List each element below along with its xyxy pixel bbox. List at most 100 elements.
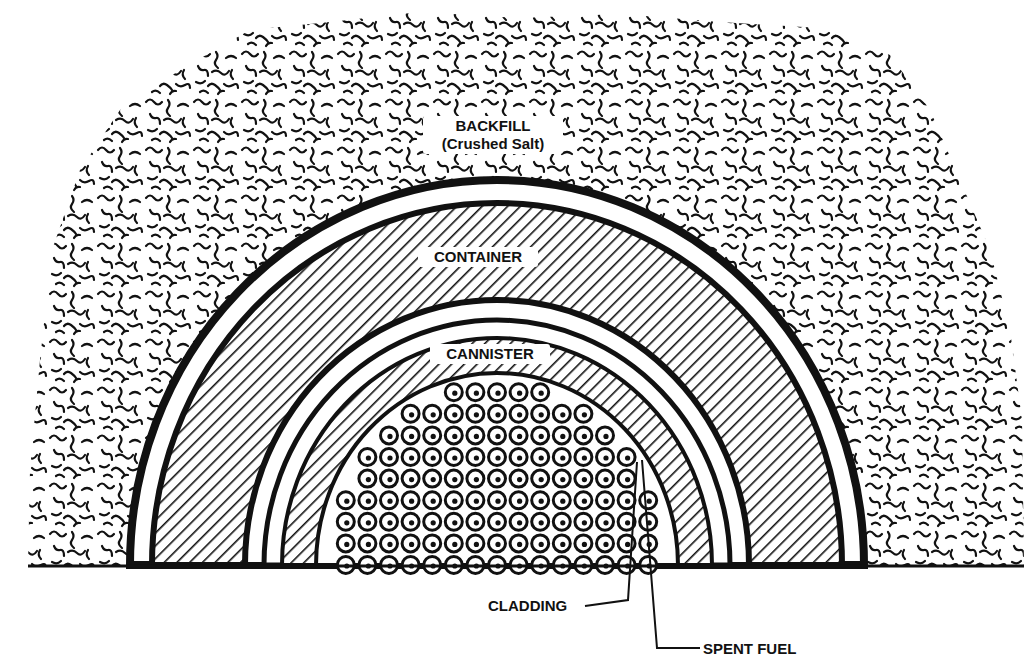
fuel-rod	[553, 513, 570, 530]
fuel-rod	[597, 449, 614, 466]
fuel-rod	[337, 513, 354, 530]
fuel-rod	[618, 449, 635, 466]
fuel-pellet	[625, 477, 630, 482]
fuel-rod	[424, 492, 441, 509]
fuel-pellet	[603, 520, 608, 525]
fuel-pellet	[366, 477, 371, 482]
fuel-pellet	[625, 455, 630, 460]
fuel-pellet	[560, 412, 565, 417]
fuel-pellet	[409, 499, 414, 504]
fuel-pellet	[560, 542, 565, 547]
fuel-pellet	[495, 477, 500, 482]
fuel-pellet	[409, 434, 414, 439]
fuel-rod	[553, 470, 570, 487]
fuel-rod	[510, 427, 527, 444]
fuel-pellet	[582, 412, 587, 417]
fuel-rod	[575, 535, 592, 552]
fuel-rod	[553, 449, 570, 466]
fuel-rod	[510, 535, 527, 552]
fuel-pellet	[560, 434, 565, 439]
fuel-pellet	[431, 520, 436, 525]
fuel-pellet	[474, 455, 479, 460]
fuel-rod	[618, 492, 635, 509]
fuel-pellet	[517, 477, 522, 482]
backfill-label: BACKFILL (Crushed Salt)	[423, 116, 563, 154]
fuel-pellet	[582, 477, 587, 482]
fuel-rod	[532, 470, 549, 487]
fuel-rod	[553, 535, 570, 552]
fuel-pellet	[474, 434, 479, 439]
fuel-rod	[402, 405, 419, 422]
fuel-pellet	[387, 477, 392, 482]
fuel-pellet	[582, 455, 587, 460]
fuel-rod	[510, 470, 527, 487]
fuel-rod	[489, 492, 506, 509]
fuel-pellet	[582, 542, 587, 547]
fuel-rod	[467, 513, 484, 530]
section-baseline	[28, 565, 1024, 568]
fuel-rod	[359, 513, 376, 530]
fuel-pellet	[603, 542, 608, 547]
fuel-pellet	[452, 412, 457, 417]
fuel-pellet	[625, 499, 630, 504]
fuel-pellet	[517, 520, 522, 525]
fuel-rod	[445, 513, 462, 530]
fuel-pellet	[344, 542, 349, 547]
fuel-pellet	[452, 434, 457, 439]
fuel-pellet	[409, 455, 414, 460]
cannister-interior	[316, 373, 678, 565]
fuel-rod	[467, 384, 484, 401]
fuel-pellet	[344, 520, 349, 525]
fuel-rod	[510, 449, 527, 466]
fuel-rod	[597, 427, 614, 444]
fuel-pellet	[431, 434, 436, 439]
fuel-pellet	[560, 477, 565, 482]
fuel-pellet	[603, 499, 608, 504]
fuel-pellet	[495, 542, 500, 547]
fuel-pellet	[409, 542, 414, 547]
fuel-pellet	[452, 520, 457, 525]
fuel-rod	[467, 492, 484, 509]
fuel-rod	[467, 405, 484, 422]
fuel-pellet	[517, 391, 522, 396]
fuel-pellet	[452, 477, 457, 482]
fuel-rod	[597, 470, 614, 487]
fuel-pellet	[517, 434, 522, 439]
fuel-rod	[402, 427, 419, 444]
fuel-rod	[359, 535, 376, 552]
fuel-rod	[467, 427, 484, 444]
fuel-rod	[402, 535, 419, 552]
fuel-pellet	[539, 412, 544, 417]
fuel-rod	[575, 405, 592, 422]
fuel-rod	[489, 405, 506, 422]
fuel-rod	[510, 384, 527, 401]
fuel-pellet	[474, 520, 479, 525]
fuel-rod	[424, 470, 441, 487]
fuel-pellet	[474, 499, 479, 504]
fuel-rod	[381, 513, 398, 530]
fuel-rod	[424, 513, 441, 530]
fuel-rod	[445, 492, 462, 509]
fuel-pellet	[344, 499, 349, 504]
fuel-pellet	[452, 542, 457, 547]
container-wall	[152, 203, 842, 565]
fuel-pellet	[495, 412, 500, 417]
fuel-rod	[575, 470, 592, 487]
fuel-rod	[381, 470, 398, 487]
fuel-rod	[381, 492, 398, 509]
fuel-rod	[618, 470, 635, 487]
fuel-rod	[359, 492, 376, 509]
fuel-rod	[402, 513, 419, 530]
fuel-pellet	[625, 520, 630, 525]
fuel-pellet	[625, 542, 630, 547]
fuel-rod	[424, 405, 441, 422]
fuel-rod	[553, 492, 570, 509]
fuel-pellet	[431, 455, 436, 460]
fuel-rod	[489, 427, 506, 444]
fuel-pellet	[452, 391, 457, 396]
fuel-rod	[359, 449, 376, 466]
fuel-pellet	[517, 412, 522, 417]
fuel-pellet	[582, 520, 587, 525]
cladding-leader	[585, 462, 637, 606]
fuel-rod	[424, 449, 441, 466]
